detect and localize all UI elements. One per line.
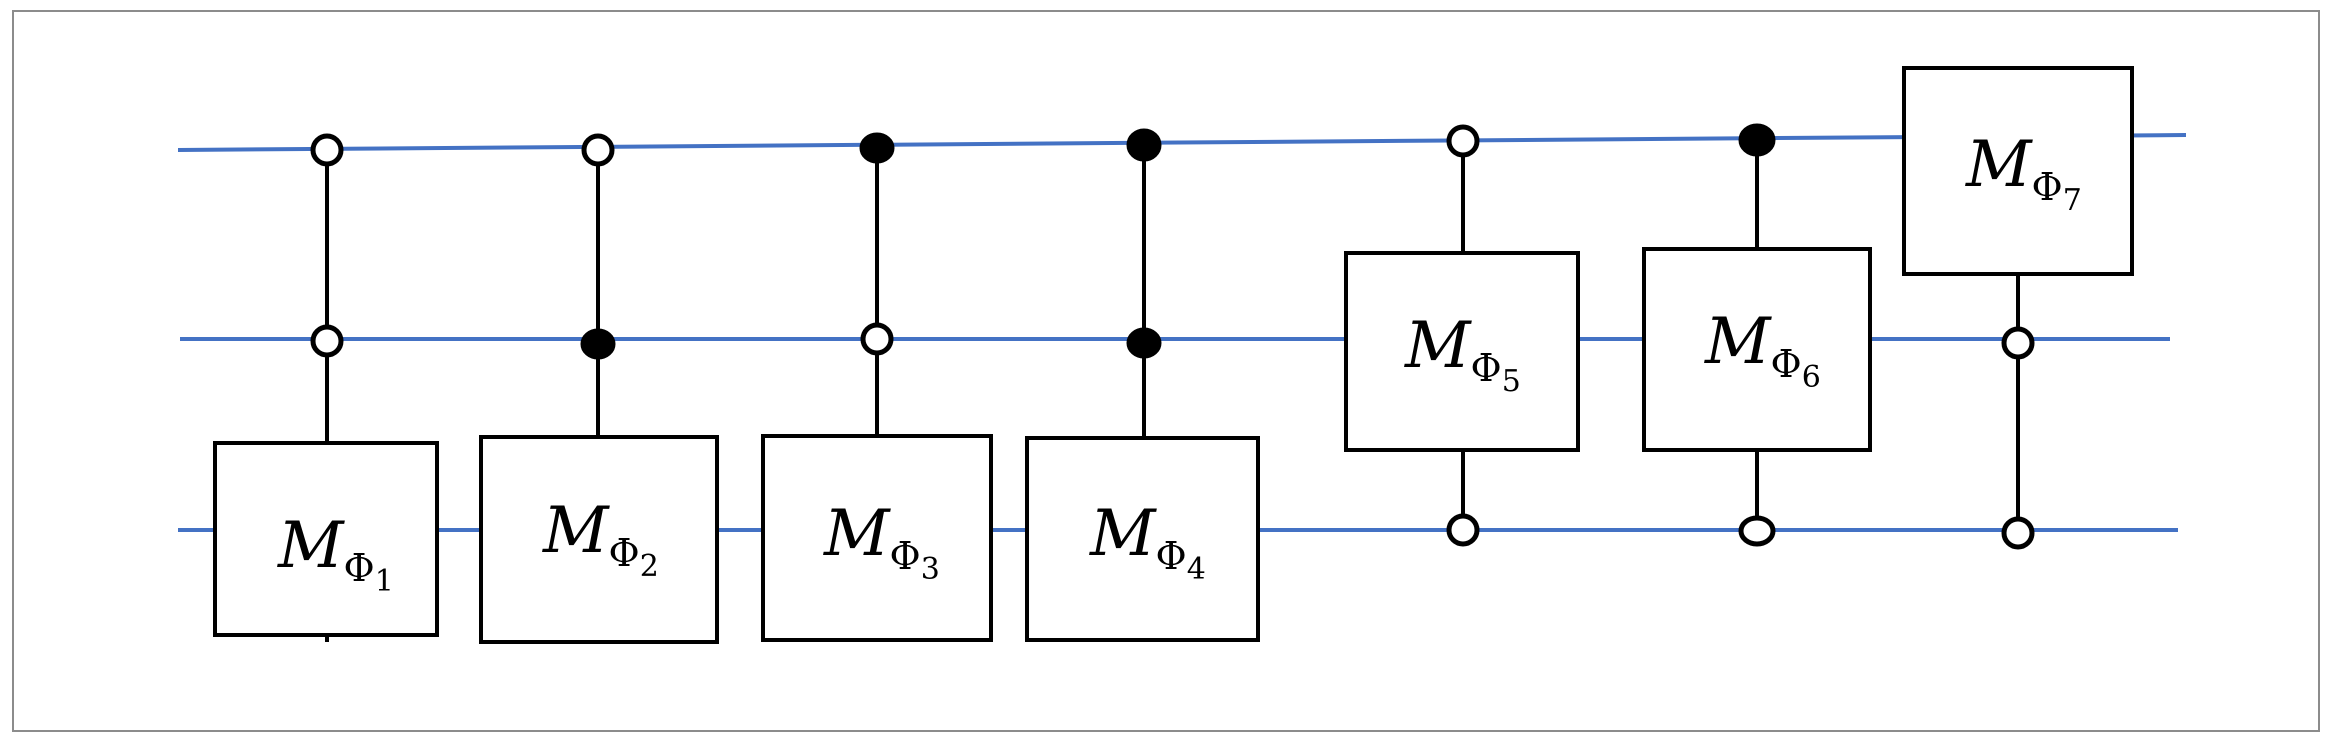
filled-control-dot	[1126, 128, 1162, 162]
gate-label: MΦ2	[542, 494, 659, 584]
gate-label: MΦ5	[1404, 309, 1521, 399]
gate-label: MΦ1	[277, 509, 394, 599]
gate-box	[213, 441, 439, 637]
gate-label: MΦ3	[823, 497, 940, 587]
qubit-wire-1	[177, 133, 2187, 152]
gate-label: MΦ7	[1965, 128, 2082, 218]
gate-box	[1642, 247, 1872, 452]
open-control-dot	[1738, 515, 1776, 547]
open-control-dot	[2001, 516, 2035, 550]
gate-m-phi-3: MΦ3	[761, 132, 993, 642]
open-control-dot	[1446, 124, 1480, 158]
filled-control-dot	[1738, 123, 1776, 157]
open-control-dot	[2001, 326, 2035, 360]
open-control-dot	[1446, 513, 1480, 547]
gate-m-phi-7: MΦ7	[1902, 66, 2134, 550]
open-control-dot	[860, 322, 894, 356]
gate-m-phi-6: MΦ6	[1642, 123, 1872, 547]
gate-box	[479, 435, 719, 644]
gate-m-phi-5: MΦ5	[1344, 124, 1580, 547]
gate-box	[1902, 66, 2134, 276]
filled-control-dot	[580, 328, 616, 360]
filled-control-dot	[1126, 327, 1162, 359]
filled-control-dot	[859, 132, 895, 164]
gate-m-phi-2: MΦ2	[479, 133, 719, 644]
gate-box	[1344, 251, 1580, 452]
diagram-frame	[12, 10, 2320, 732]
open-control-dot	[310, 324, 344, 358]
gate-label: MΦ4	[1089, 497, 1206, 587]
gate-m-phi-4: MΦ4	[1025, 128, 1260, 642]
gate-label: MΦ6	[1704, 305, 1821, 395]
gate-box	[761, 434, 993, 642]
open-control-dot	[310, 133, 344, 167]
gate-box	[1025, 436, 1260, 642]
gate-m-phi-1: MΦ1	[213, 133, 439, 642]
open-control-dot	[581, 133, 615, 167]
